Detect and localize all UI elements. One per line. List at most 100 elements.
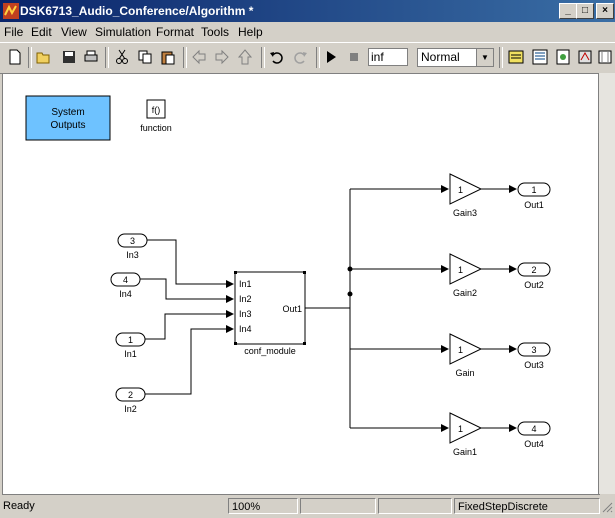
- library-browser-icon[interactable]: [531, 48, 549, 66]
- outport-number: 2: [531, 265, 536, 275]
- outport-name: Out3: [524, 360, 544, 370]
- subsystem-port-label: In2: [239, 294, 252, 304]
- paste-icon[interactable]: [159, 48, 177, 66]
- system-outputs-label-1: System: [51, 107, 84, 118]
- simulink-app-icon: [3, 3, 19, 19]
- subsystem-port-label: In1: [239, 279, 252, 289]
- up-arrow-icon[interactable]: [236, 48, 254, 66]
- menu-simulation[interactable]: Simulation: [95, 25, 152, 39]
- menu-edit[interactable]: Edit: [31, 25, 52, 39]
- inport-in4[interactable]: 4 In4: [110, 272, 141, 299]
- cut-icon[interactable]: [113, 48, 131, 66]
- toolbar-separator: [183, 47, 187, 68]
- play-icon[interactable]: [322, 48, 340, 66]
- chevron-down-icon[interactable]: ▼: [476, 49, 493, 66]
- maximize-button[interactable]: □: [576, 3, 594, 19]
- inport-in3[interactable]: 3 In3: [117, 233, 148, 260]
- solver-name: FixedStepDiscrete: [454, 498, 600, 514]
- toolbar-separator: [316, 47, 320, 68]
- subsystem-name: conf_module: [244, 346, 296, 356]
- gain-block-gain[interactable]: 1 Gain: [449, 333, 483, 378]
- function-block[interactable]: f() function: [140, 99, 172, 133]
- window-title: DSK6713_Audio_Conference/Algorithm *: [20, 4, 254, 18]
- gain-symbol: 1: [458, 185, 463, 195]
- minimize-button[interactable]: _: [559, 3, 577, 19]
- menu-view[interactable]: View: [61, 25, 87, 39]
- gain-block-gain2[interactable]: 1 Gain2: [449, 253, 483, 298]
- toolbar-separator: [28, 47, 32, 68]
- menu-help[interactable]: Help: [238, 25, 263, 39]
- toolbar-separator: [105, 47, 109, 68]
- model-explorer-icon[interactable]: [554, 48, 572, 66]
- toolbar-separator: [499, 47, 503, 68]
- toolbar: inf Normal ▼: [0, 42, 615, 74]
- outport-name: Out1: [524, 200, 544, 210]
- subsystem-port-label: In4: [239, 324, 252, 334]
- build-icon[interactable]: [507, 48, 525, 66]
- tune-icon[interactable]: [596, 48, 614, 66]
- status-bar: Ready 100% FixedStepDiscrete: [0, 496, 615, 518]
- block-diagram[interactable]: System Outputs f() function 3 In3 4 In4 …: [3, 74, 599, 494]
- save-disk-icon[interactable]: [60, 48, 78, 66]
- close-button[interactable]: ×: [596, 3, 614, 19]
- status-state: Ready: [3, 500, 35, 512]
- outport-out3[interactable]: 3 Out3: [517, 342, 551, 370]
- outport-name: Out4: [524, 439, 544, 449]
- system-outputs-block[interactable]: System Outputs: [25, 95, 111, 141]
- outport-out1[interactable]: 1 Out1: [517, 182, 551, 210]
- menu-tools[interactable]: Tools: [201, 25, 230, 39]
- outport-out2[interactable]: 2 Out2: [517, 262, 551, 290]
- conf-module-subsystem[interactable]: In1 In2 In3 In4 Out1 conf_module: [234, 271, 306, 356]
- inport-number: 4: [123, 275, 128, 285]
- title-bar: DSK6713_Audio_Conference/Algorithm * _ □…: [0, 0, 615, 22]
- menu-format[interactable]: Format: [156, 25, 195, 39]
- inport-name: In4: [119, 289, 132, 299]
- system-outputs-label-2: Outputs: [50, 120, 85, 131]
- gain-name: Gain3: [453, 208, 477, 218]
- gain-symbol: 1: [458, 265, 463, 275]
- gain-name: Gain2: [453, 288, 477, 298]
- gain-name: Gain: [455, 368, 474, 378]
- toolbar-separator: [261, 47, 265, 68]
- subsystem-port-label: In3: [239, 309, 252, 319]
- outport-out4[interactable]: 4 Out4: [517, 421, 551, 449]
- undo-icon[interactable]: [268, 48, 286, 66]
- forward-arrow-icon[interactable]: [213, 48, 231, 66]
- inport-name: In2: [124, 404, 137, 414]
- gain-block-gain1[interactable]: 1 Gain1: [449, 412, 483, 457]
- inport-number: 2: [128, 390, 133, 400]
- model-canvas[interactable]: System Outputs f() function 3 In3 4 In4 …: [2, 73, 600, 495]
- gain-symbol: 1: [458, 424, 463, 434]
- open-folder-icon[interactable]: [35, 48, 53, 66]
- status-pane-empty: [300, 498, 376, 514]
- gain-block-gain3[interactable]: 1 Gain3: [449, 173, 483, 218]
- stop-time-input[interactable]: inf: [368, 48, 408, 66]
- simulation-mode-value: Normal: [421, 50, 460, 64]
- subsystem-output-label: Out1: [282, 304, 302, 314]
- inport-in1[interactable]: 1 In1: [115, 332, 146, 359]
- outport-name: Out2: [524, 280, 544, 290]
- inport-name: In1: [124, 349, 137, 359]
- resize-grip-icon[interactable]: [601, 499, 613, 514]
- redo-icon[interactable]: [291, 48, 309, 66]
- outport-number: 4: [531, 424, 536, 434]
- menu-file[interactable]: File: [4, 25, 24, 39]
- back-arrow-icon[interactable]: [190, 48, 208, 66]
- inport-in2[interactable]: 2 In2: [115, 387, 146, 414]
- outport-number: 3: [531, 345, 536, 355]
- vertical-scrollbar[interactable]: [598, 73, 615, 494]
- inport-name: In3: [126, 250, 139, 260]
- new-model-icon[interactable]: [6, 48, 24, 66]
- stop-icon[interactable]: [345, 48, 363, 66]
- gain-symbol: 1: [458, 345, 463, 355]
- zoom-level: 100%: [228, 498, 298, 514]
- copy-icon[interactable]: [136, 48, 154, 66]
- input-signal-lines[interactable]: [140, 239, 234, 395]
- debugger-icon[interactable]: [576, 48, 594, 66]
- simulation-mode-select[interactable]: Normal ▼: [417, 48, 494, 67]
- outport-number: 1: [531, 185, 536, 195]
- status-pane-empty: [378, 498, 452, 514]
- output-signal-lines[interactable]: [305, 185, 517, 432]
- inport-number: 1: [128, 335, 133, 345]
- print-icon[interactable]: [82, 48, 100, 66]
